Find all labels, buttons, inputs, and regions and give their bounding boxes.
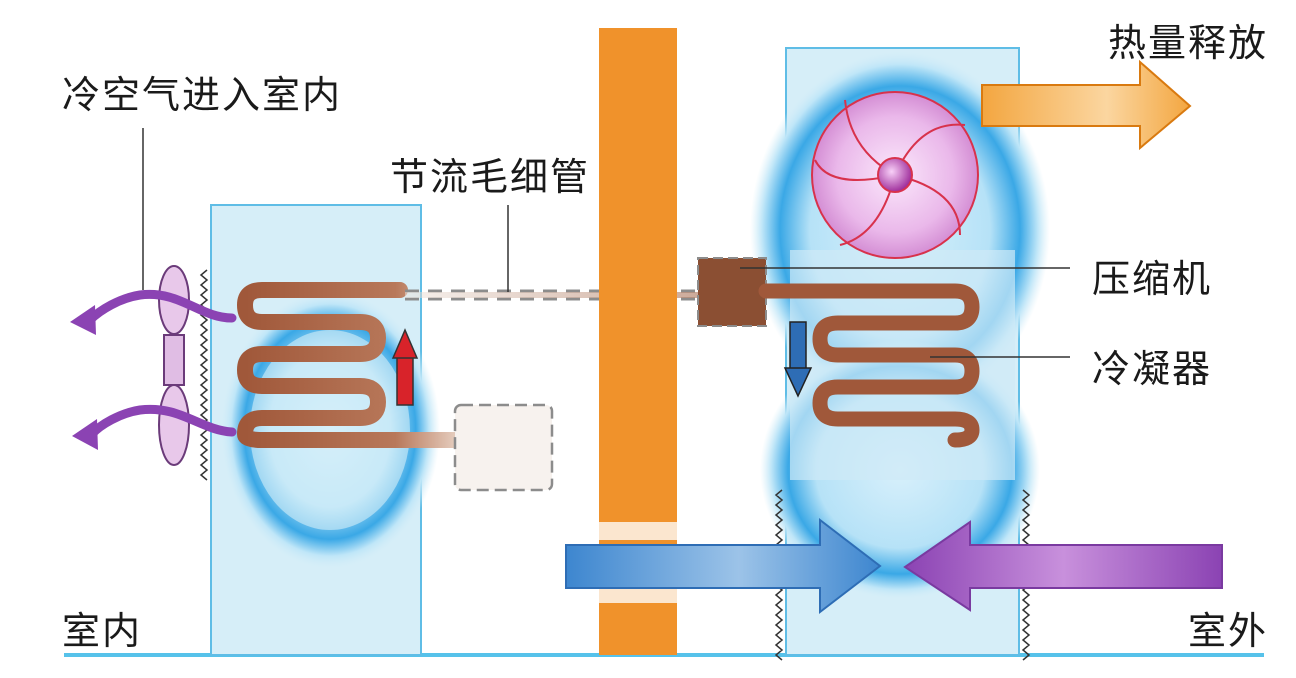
label-heat-release: 热量释放 <box>1108 21 1269 65</box>
label-indoor: 室内 <box>62 609 143 653</box>
outdoor-fan <box>811 91 979 259</box>
label-throttle-capillary: 节流毛细管 <box>390 155 591 199</box>
refrigerant-down-arrow <box>783 321 813 398</box>
condenser-coil <box>758 283 980 448</box>
heat-release-arrow <box>981 59 1192 151</box>
indoor-unit <box>199 204 440 656</box>
label-condenser: 冷凝器 <box>1092 347 1213 391</box>
compressor <box>697 257 767 327</box>
accumulator <box>453 403 554 492</box>
cold-air-arrows <box>70 289 237 450</box>
label-cold-air-in: 冷空气进入室内 <box>62 73 343 117</box>
label-outdoor: 室外 <box>1188 609 1269 653</box>
label-compressor: 压缩机 <box>1092 257 1213 301</box>
outdoor-air-arrow <box>903 520 1223 612</box>
evaporator-coil <box>237 282 468 448</box>
indoor-to-outdoor-airflow-arrow <box>565 517 882 615</box>
refrigerant-up-arrow <box>391 328 419 406</box>
